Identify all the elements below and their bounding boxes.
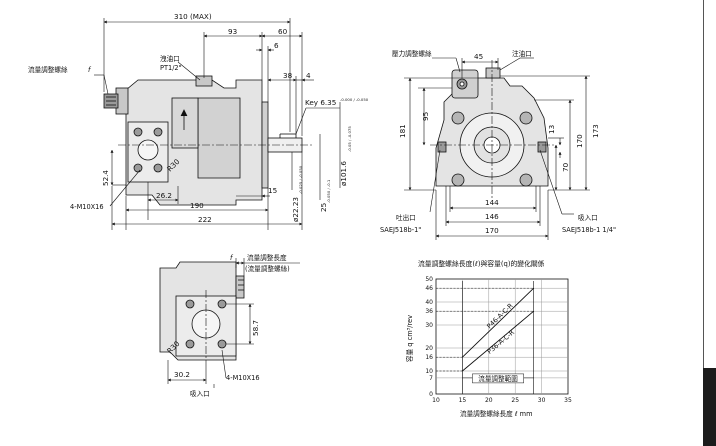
series-line-p36-a-c-r	[462, 310, 534, 372]
dim-146: 146	[485, 212, 499, 221]
suction-label-front: 吸入口	[578, 214, 598, 222]
key-tolerance: -0.000 / -0.050	[340, 97, 369, 102]
chart-x-tick-label: 30	[538, 397, 546, 404]
chart-x-tick-label: 35	[564, 397, 572, 404]
series-label-p36: P36-A-C-R	[486, 328, 517, 356]
dim-45: 45	[474, 52, 483, 61]
series-line-p46-a-c-r	[462, 287, 534, 358]
front-view-dims	[404, 57, 590, 240]
dim-25-tol: -0.050 / -0.1	[326, 179, 331, 203]
f-mark-side: f	[88, 66, 92, 74]
chart-y-tick-label: 16	[425, 354, 433, 361]
dim-13: 13	[547, 125, 556, 134]
front-view-text: 壓力調整螺絲 注油口 45 95 181 13 170 173 70 144 1…	[380, 49, 616, 235]
dim-25: 25	[319, 203, 328, 212]
chart-y-tick-label: 50	[425, 276, 433, 283]
pressure-screw-label: 壓力調整螺絲	[392, 49, 432, 58]
dim-144: 144	[485, 198, 499, 207]
chart-x-label: 流量調整螺絲長度 ℓ mm	[460, 409, 533, 418]
chart-x-tick-label: 15	[459, 397, 467, 404]
dim-93: 93	[228, 27, 237, 36]
series-label-p46: P46-A-C-R	[485, 301, 515, 330]
chart-plot-area	[435, 278, 569, 395]
dim-95: 95	[421, 112, 430, 121]
flow-range-label: 流量調整範圍	[478, 374, 518, 383]
dim-dia-101-6: ø101.6	[339, 161, 348, 186]
chart-y-tick-label: 0	[429, 391, 433, 398]
dim-190: 190	[190, 201, 204, 210]
dim-total-max: 310 (MAX)	[174, 12, 212, 21]
dim-181: 181	[398, 124, 407, 138]
drain-label: 洩油口	[160, 54, 180, 63]
chart-x-tick-label: 20	[485, 397, 493, 404]
dim-52-4: 52.4	[101, 170, 110, 186]
side-view-dims	[94, 18, 341, 230]
suction-size-label: SAEJ518b-1 1/4"	[562, 226, 616, 234]
flow-screw-label: 流量調整螺絲	[28, 65, 68, 74]
dim-60: 60	[278, 27, 288, 36]
side-view	[103, 75, 312, 206]
chart-series	[436, 281, 534, 394]
chart-title: 流量調整螺絲長度(ℓ)與容量(q)的變化關係	[418, 259, 545, 268]
key-label: Key 6.35	[305, 98, 336, 107]
chart-y-tick-label: 36	[425, 308, 433, 315]
dim-38: 38	[283, 71, 293, 80]
dim-30-2: 30.2	[174, 370, 190, 379]
side-tab-block	[703, 368, 716, 446]
chart-y-tick-label: 40	[425, 299, 433, 306]
dim-170-horizontal: 170	[485, 226, 499, 235]
dim-173: 173	[591, 124, 600, 138]
dim-dia-22-23-tol: -0.025 / -0.050	[298, 165, 303, 194]
discharge-label: 吐出口	[396, 213, 416, 222]
length-sub-label: (流量調整螺絲)	[245, 264, 290, 273]
dim-4: 4	[306, 71, 311, 80]
side-tab	[703, 0, 716, 446]
side-tab-edge	[703, 0, 704, 446]
dim-6: 6	[274, 41, 279, 50]
dim-58-7: 58.7	[251, 320, 260, 336]
front-view	[430, 60, 556, 200]
outlet-label: 注油口	[512, 49, 532, 58]
side-view-text: 310 (MAX) 93 60 6 38 4 Key 6.35 -0.000 /…	[28, 12, 369, 224]
range-label-box	[472, 373, 524, 384]
chart-y-tick-label: 20	[425, 345, 433, 352]
bottom-view	[159, 261, 245, 366]
discharge-size-label: SAEJ518b-1"	[380, 226, 421, 234]
dim-222: 222	[198, 215, 212, 224]
chart-x-tick-label: 10	[432, 397, 440, 404]
dim-15: 15	[268, 186, 277, 195]
chart-y-tick-label: 46	[425, 285, 433, 292]
chart-y-tick-label: 10	[425, 368, 433, 375]
dim-dia-22-23: ø22.23	[291, 197, 300, 222]
drain-size-label: PT1/2"	[160, 64, 182, 72]
dim-26-2: 26.2	[156, 191, 172, 200]
dim-170-vertical: 170	[575, 134, 584, 148]
chart-y-tick-label: 30	[425, 322, 433, 329]
bolt-label-side: 4-M10X16	[70, 203, 104, 211]
length-label: 流量調整長度	[247, 253, 287, 262]
chart-y-label: 容量 q cm³/rev	[405, 315, 414, 362]
bolt-label-bottom: 4-M10X16	[226, 374, 260, 382]
dim-70: 70	[561, 162, 570, 172]
suction-label-bottom: 吸入口	[190, 390, 210, 398]
bottom-view-dims	[167, 258, 300, 388]
dim-dia-101-6-tol: -0.05 / -0.075	[347, 126, 352, 152]
chart-y-tick-label: 7	[429, 375, 433, 382]
f-mark-bottom: f	[230, 254, 234, 262]
chart-x-tick-label: 25	[511, 397, 519, 404]
